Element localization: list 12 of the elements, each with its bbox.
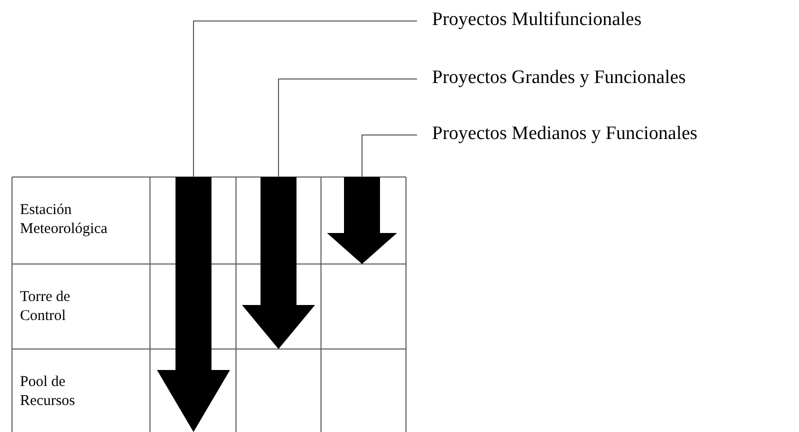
row-label: Pool de Recursos — [20, 373, 76, 411]
leader-line — [278, 78, 418, 178]
downward-pointer — [242, 177, 315, 349]
row-label: Estación Meteorológica — [20, 201, 108, 239]
leader-line — [362, 134, 418, 178]
downward-pointer — [157, 177, 230, 432]
project-label: Proyectos Grandes y Funcionales — [432, 67, 686, 89]
downward-pointer — [327, 177, 397, 264]
project-label: Proyectos Multifuncionales — [432, 9, 642, 31]
leader-line — [193, 20, 418, 178]
row-label: Torre de Control — [20, 288, 72, 326]
project-label: Proyectos Medianos y Funcionales — [432, 123, 698, 145]
